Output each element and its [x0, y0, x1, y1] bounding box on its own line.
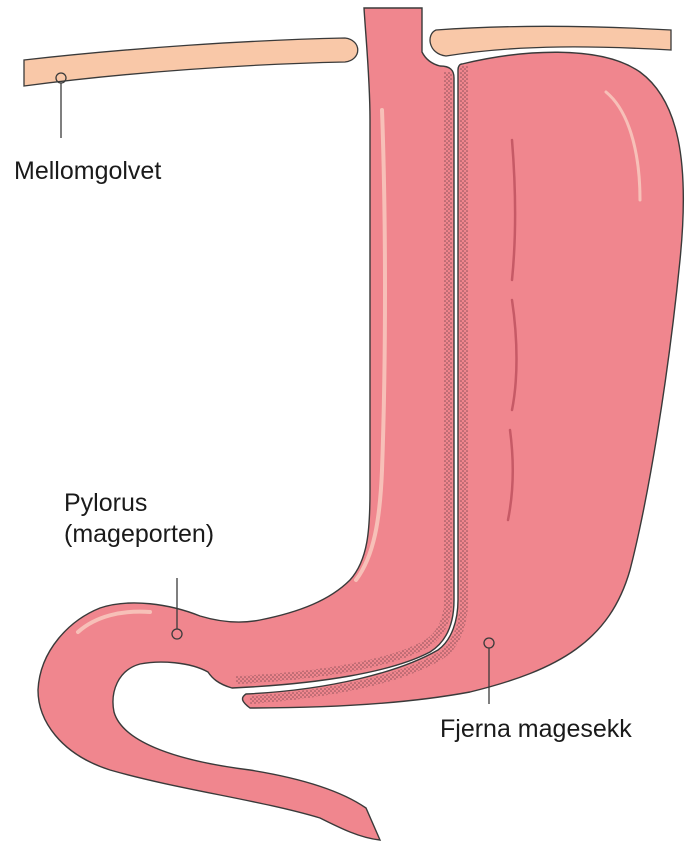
- diaphragm-label: Mellomgolvet: [14, 156, 161, 187]
- pylorus-label-line-1: Pylorus: [64, 488, 214, 519]
- pylorus-label-line-2: (mageporten): [64, 519, 214, 550]
- diaphragm-right: [430, 26, 671, 56]
- pylorus-label: Pylorus (mageporten): [64, 488, 214, 550]
- sleeve-stomach-shape: [38, 8, 454, 840]
- removed-stomach-label: Fjerna magesekk: [440, 714, 632, 745]
- diaphragm-left: [24, 38, 358, 86]
